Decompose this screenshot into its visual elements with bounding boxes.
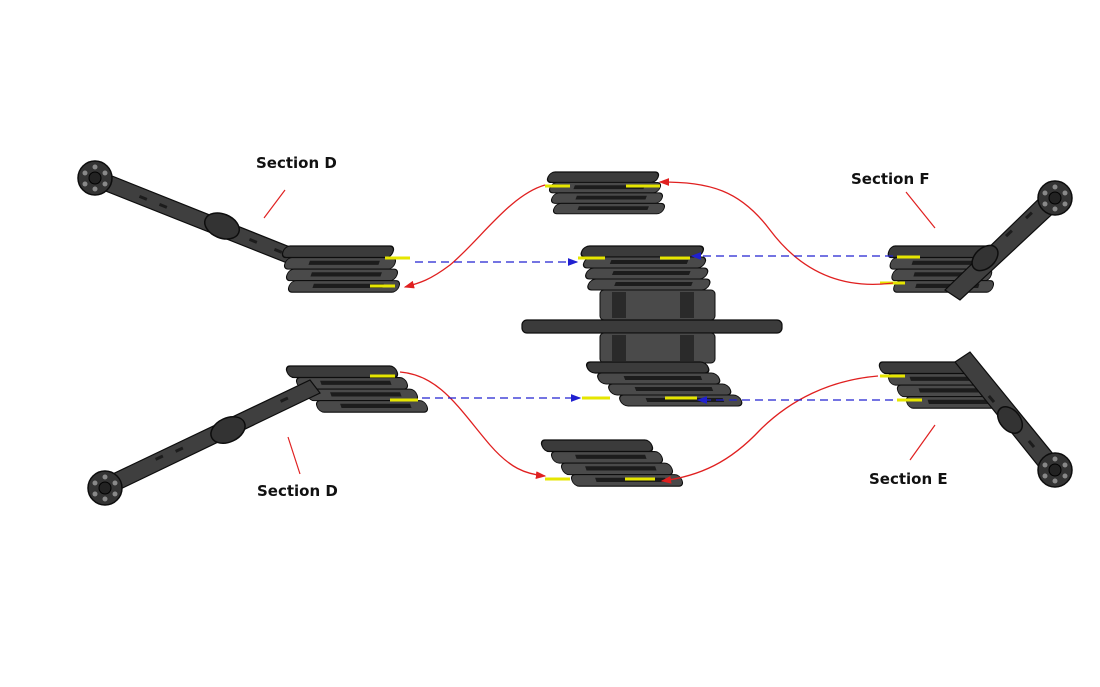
label-leader-line xyxy=(905,191,936,229)
label-leader-line xyxy=(263,189,286,219)
red-connection-arrow xyxy=(660,375,879,484)
section-e-part xyxy=(877,351,1073,488)
section-f-part xyxy=(875,180,1073,301)
hub-wheel-icon xyxy=(1037,452,1073,488)
section-d-top-part xyxy=(77,160,414,293)
label-leader-line xyxy=(287,436,301,475)
section-f-label: Section F xyxy=(851,170,930,188)
red-connection-arrow xyxy=(658,178,894,285)
section-e-label: Section E xyxy=(869,470,948,488)
center-top-stack xyxy=(533,171,679,215)
section-d-top-label: Section D xyxy=(256,154,337,172)
center-main-assembly xyxy=(521,245,783,407)
hub-wheel-icon xyxy=(1037,180,1073,216)
hub-wheel-icon xyxy=(87,470,123,506)
section-d-bottom-part xyxy=(87,365,430,506)
section-d-bottom-label: Section D xyxy=(257,482,338,500)
red-connection-arrow xyxy=(403,184,546,289)
label-leader-line xyxy=(909,424,936,461)
hub-wheel-icon xyxy=(77,160,113,196)
center-bottom-stack xyxy=(539,439,685,487)
red-connection-arrow xyxy=(399,371,547,479)
